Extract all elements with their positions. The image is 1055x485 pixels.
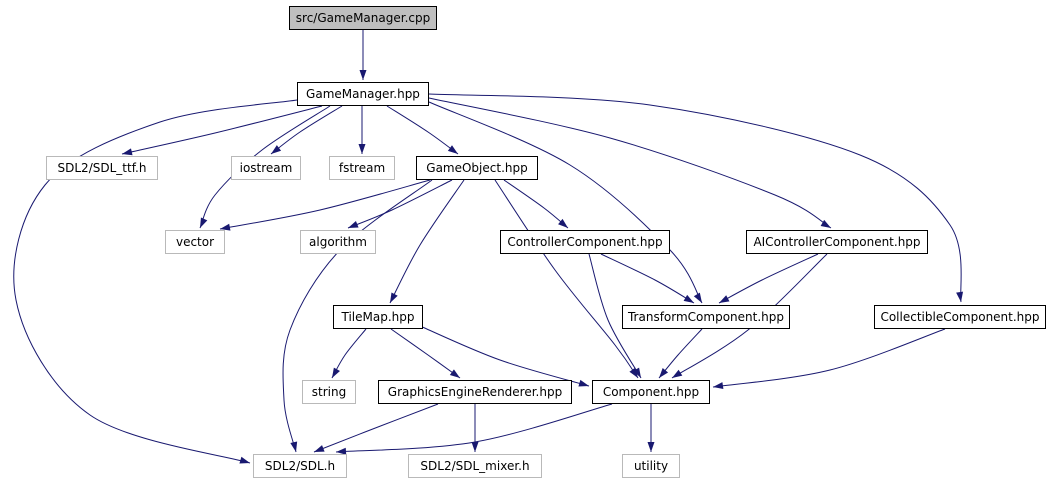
arrowhead-controllercomponent-hpp--transformcomponent-hpp <box>683 294 694 303</box>
node-string: string <box>302 380 356 404</box>
edge-gameobject-hpp--component-hpp <box>494 179 639 379</box>
node-controllercomponent-hpp[interactable]: ControllerComponent.hpp <box>500 230 670 254</box>
node-component-hpp[interactable]: Component.hpp <box>592 380 710 404</box>
arrowhead-graphicsenginerenderer-hpp--sdl2-sdl-mixer-h <box>471 442 479 452</box>
node-transformcomponent-hpp[interactable]: TransformComponent.hpp <box>622 305 790 329</box>
arrowhead-gameobject-hpp--controllercomponent-hpp <box>558 218 568 228</box>
arrowhead-aicontrollercomponent-hpp--component-hpp <box>672 369 683 378</box>
edge-aicontrollercomponent-hpp--component-hpp <box>671 253 828 379</box>
edge-graphicsenginerenderer-hpp--sdl2-sdl-h <box>313 403 439 453</box>
arrowhead-gamemanager-hpp--transformcomponent-hpp <box>693 292 702 303</box>
edge-aicontrollercomponent-hpp--transformcomponent-hpp <box>718 253 819 304</box>
node-sdl2-sdl-ttf-h: SDL2/SDL_ttf.h <box>46 156 158 180</box>
edge-tilemap-hpp--graphicsenginerenderer-hpp <box>390 328 461 379</box>
edge-gamemanager-hpp--sdl2-sdl-h <box>13 99 298 464</box>
edge-gamemanager-hpp--sdl2-sdl-ttf-h <box>121 105 323 155</box>
edge-gamemanager-hpp--transformcomponent-hpp <box>428 101 703 304</box>
arrowhead-tilemap-hpp--string <box>332 367 340 378</box>
node-gamemanager-hpp[interactable]: GameManager.hpp <box>297 82 429 106</box>
arrowhead-aicontrollercomponent-hpp--transformcomponent-hpp <box>719 295 730 303</box>
edge-gameobject-hpp--sdl2-sdl-h <box>282 179 433 453</box>
edge-gameobject-hpp--tilemap-hpp <box>389 179 465 304</box>
arrowhead-gamemanager-hpp--sdl2-sdl-h <box>239 456 250 464</box>
arrowhead-gameobject-hpp--algorithm <box>348 220 359 228</box>
node-iostream: iostream <box>231 156 301 180</box>
edge-gamemanager-hpp--collectiblecomponent-hpp <box>428 93 962 303</box>
arrowhead-gameobject-hpp--tilemap-hpp <box>390 292 398 303</box>
arrowhead-controllercomponent-hpp--component-hpp <box>633 367 641 378</box>
edge-controllercomponent-hpp--component-hpp <box>588 253 642 379</box>
node-src-gamemanager-cpp: src/GameManager.cpp <box>289 6 437 30</box>
arrowhead-gamemanager-hpp--fstream <box>358 144 366 154</box>
edge-gameobject-hpp--vector <box>219 179 431 230</box>
arrowhead-gamemanager-hpp--collectiblecomponent-hpp <box>956 291 964 302</box>
node-utility: utility <box>622 454 680 478</box>
edge-gamemanager-hpp--gameobject-hpp <box>386 105 459 155</box>
node-graphicsenginerenderer-hpp[interactable]: GraphicsEngineRenderer.hpp <box>378 380 572 404</box>
node-sdl2-sdl-mixer-h: SDL2/SDL_mixer.h <box>408 454 542 478</box>
arrowhead-gamemanager-hpp--sdl2-sdl-ttf-h <box>122 148 133 156</box>
node-gameobject-hpp[interactable]: GameObject.hpp <box>416 156 538 180</box>
edge-collectiblecomponent-hpp--component-hpp <box>712 328 946 388</box>
node-vector: vector <box>165 230 225 254</box>
node-sdl2-sdl-h: SDL2/SDL.h <box>253 454 347 478</box>
arrowhead-component-hpp--utility <box>647 442 655 452</box>
arrowhead-gamemanager-hpp--vector <box>200 217 208 228</box>
edge-gamemanager-hpp--aicontrollercomponent-hpp <box>428 97 832 229</box>
edge-tilemap-hpp--component-hpp <box>419 325 590 387</box>
edge-gameobject-hpp--controllercomponent-hpp <box>503 179 569 229</box>
arrowhead-tilemap-hpp--component-hpp <box>578 379 589 387</box>
arrowhead-gameobject-hpp--sdl2-sdl-h <box>290 441 298 452</box>
arrowhead-gamemanager-hpp--iostream <box>271 145 282 154</box>
edge-gamemanager-hpp--iostream <box>270 105 343 155</box>
arrowhead-gamemanager-hpp--gameobject-hpp <box>447 145 458 154</box>
arrowhead-collectiblecomponent-hpp--component-hpp <box>713 382 724 390</box>
edge-component-hpp--sdl2-sdl-h <box>335 403 613 453</box>
arrowhead-tilemap-hpp--graphicsenginerenderer-hpp <box>449 369 460 378</box>
arrowhead-gameobject-hpp--vector <box>220 223 231 231</box>
node-algorithm: algorithm <box>300 230 376 254</box>
node-tilemap-hpp[interactable]: TileMap.hpp <box>333 305 423 329</box>
node-collectiblecomponent-hpp[interactable]: CollectibleComponent.hpp <box>874 305 1046 329</box>
edge-gameobject-hpp--algorithm <box>347 179 453 229</box>
arrowhead-transformcomponent-hpp--component-hpp <box>659 368 669 378</box>
arrowhead-component-hpp--sdl2-sdl-h <box>336 447 347 455</box>
node-aicontrollercomponent-hpp[interactable]: AIControllerComponent.hpp <box>746 230 928 254</box>
arrowhead-gamemanager-hpp--aicontrollercomponent-hpp <box>820 219 831 228</box>
node-fstream: fstream <box>329 156 395 180</box>
arrowhead-src-gamemanager-cpp--gamemanager-hpp <box>359 70 367 80</box>
arrowhead-graphicsenginerenderer-hpp--sdl2-sdl-h <box>314 445 325 452</box>
